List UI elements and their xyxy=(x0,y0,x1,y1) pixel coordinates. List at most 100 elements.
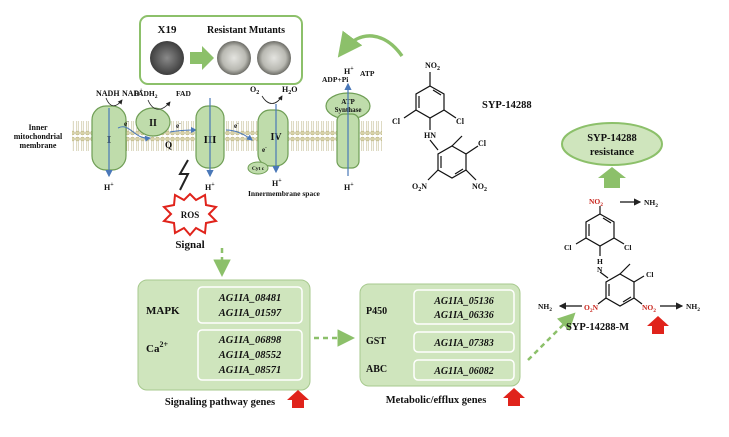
m-lower-no2-bond xyxy=(633,297,643,305)
mapk-label: MAPK xyxy=(146,305,180,317)
electron-path-1 xyxy=(117,126,151,142)
m-upper-ring-double-2 xyxy=(602,217,612,224)
metabolic-caption: Metabolic/efflux genes xyxy=(386,395,487,406)
electron-label-4: e- xyxy=(262,146,267,154)
signaling-up-arrow xyxy=(287,390,309,408)
ca-gene-3: AG1IA_08571 xyxy=(218,365,281,376)
m-nh-bond-bottom xyxy=(599,271,609,279)
m-lower-cl-bond xyxy=(633,275,645,283)
m-lower-no2: NO2 xyxy=(642,303,656,314)
innermembrane-space-label: Innermembrane space xyxy=(248,189,321,198)
syp-lower-no2: NO2 xyxy=(472,182,487,193)
complex-1-proton: H+ xyxy=(104,182,114,192)
atp-synthase-proton: H+ xyxy=(344,182,354,192)
cyt-c-label: Cyt c xyxy=(252,166,265,172)
quinone-label: Q xyxy=(165,140,172,150)
resistance-line-1: SYP-14288 xyxy=(587,133,637,144)
m-lower-ring xyxy=(605,273,635,307)
complex-4-proton: H+ xyxy=(272,178,282,188)
lower-cl-bond xyxy=(465,145,479,155)
m-cl-left: Cl xyxy=(564,243,572,252)
syp-upper-no2: NO2 xyxy=(425,61,440,72)
electron-label-2: e- xyxy=(176,122,181,130)
o2-arrow xyxy=(261,95,283,104)
m-lower-o2n: O2N xyxy=(584,303,599,314)
syp-hn: HN xyxy=(424,131,436,140)
membrane-label-2: mitochondrial xyxy=(14,132,63,141)
fadh2-label: FADH2 xyxy=(134,89,158,100)
resistance-outcome: SYP-14288 resistance xyxy=(561,122,663,188)
electron-label-3: e- xyxy=(234,122,239,130)
h2o-label: H2O xyxy=(282,85,297,96)
upper-cl-bond-left xyxy=(403,109,417,119)
metabolite-to-resistance-arrow xyxy=(598,167,626,188)
m-h: H xyxy=(597,257,603,266)
ca-label: Ca2+ xyxy=(146,340,168,355)
atp-top-proton: H+ xyxy=(344,66,354,76)
signaling-box xyxy=(137,279,311,391)
fad-label: FAD xyxy=(176,89,191,98)
metabolic-panel: P450 GST ABC AG1IA_05136 AG1IA_06336 AG1… xyxy=(359,283,525,406)
inset-arrow xyxy=(190,46,214,70)
nh-bond-bottom xyxy=(429,139,439,151)
atp-label: ATP xyxy=(360,69,375,78)
resistance-line-2: resistance xyxy=(590,147,634,158)
syp14288-atoms: NO2 Cl Cl HN Cl O2N NO2 SYP-14288 xyxy=(392,61,532,193)
gst-gene-1: AG1IA_07383 xyxy=(433,338,493,349)
syp-cl-lower: Cl xyxy=(478,139,487,148)
cyt-c xyxy=(247,161,269,175)
m-lower-o2n-bond xyxy=(597,297,607,305)
p450-gene-box xyxy=(413,289,515,325)
ca-gene-box xyxy=(197,329,303,381)
p450-label: P450 xyxy=(366,306,387,317)
syp14288-structure xyxy=(403,72,479,181)
mutants-label: Resistant Mutants xyxy=(207,25,285,36)
gst-gene-box xyxy=(413,331,515,353)
m-cl-right: Cl xyxy=(624,243,632,252)
complex-2-label: II xyxy=(149,118,157,129)
complex-3-proton: H+ xyxy=(205,182,215,192)
resistance-inset: X19 Resistant Mutants xyxy=(139,15,303,85)
ros-label: ROS xyxy=(181,210,200,220)
abc-label: ABC xyxy=(366,364,387,375)
metabolite-structure xyxy=(558,198,684,310)
abc-gene-box xyxy=(413,359,515,381)
upper-ring xyxy=(415,85,445,119)
syp-cl-right: Cl xyxy=(456,117,465,126)
m-right-nh2: NH2 xyxy=(686,302,700,313)
mutant-dish-2 xyxy=(257,41,291,75)
lower-o2n-bond xyxy=(427,169,439,181)
electron-path-3 xyxy=(225,129,253,141)
x19-label: X19 xyxy=(158,24,177,36)
m-upper-no2: NO2 xyxy=(589,197,603,208)
upper-ring-double-2 xyxy=(432,89,442,96)
x19-dish xyxy=(150,41,184,75)
p450-gene-2: AG1IA_06336 xyxy=(433,310,493,321)
lower-ring-double-2 xyxy=(454,168,464,175)
metabolite-atoms: NO2 NH2 Cl Cl H N Cl O2N NO2 NH2 NH2 SYP… xyxy=(538,197,700,334)
m-left-nh2: NH2 xyxy=(538,302,552,313)
ros-group: ROS Signal xyxy=(161,159,219,251)
adp-pi-label: ADP+Pi xyxy=(322,75,348,84)
metabolic-up-arrow xyxy=(503,388,525,406)
ros-burst-icon xyxy=(161,192,219,237)
ca-gene-1: AG1IA_06898 xyxy=(218,335,282,346)
o2-label: O2 xyxy=(250,85,259,96)
syp-cl-left: Cl xyxy=(392,117,401,126)
m-n: N xyxy=(597,265,603,274)
metabolite-name: SYP-14288-M xyxy=(566,322,629,333)
m-methyl-bond xyxy=(619,263,631,275)
m-upper-ring xyxy=(585,213,615,247)
mapk-gene-1: AG1IA_08481 xyxy=(218,293,281,304)
m-upper-nh2: NH2 xyxy=(644,198,658,209)
lower-ring xyxy=(437,145,467,179)
nadh-label: NADH xyxy=(96,89,120,98)
lightning-icon xyxy=(178,159,190,191)
membrane-label-3: membrane xyxy=(20,141,57,150)
p450-gene-1: AG1IA_05136 xyxy=(433,296,493,307)
m-upper-cl-right-bond xyxy=(613,237,625,245)
gst-label: GST xyxy=(366,336,386,347)
metabolic-to-metabolite-arrow xyxy=(527,312,576,361)
m-lower-ring-double-2 xyxy=(622,296,632,303)
